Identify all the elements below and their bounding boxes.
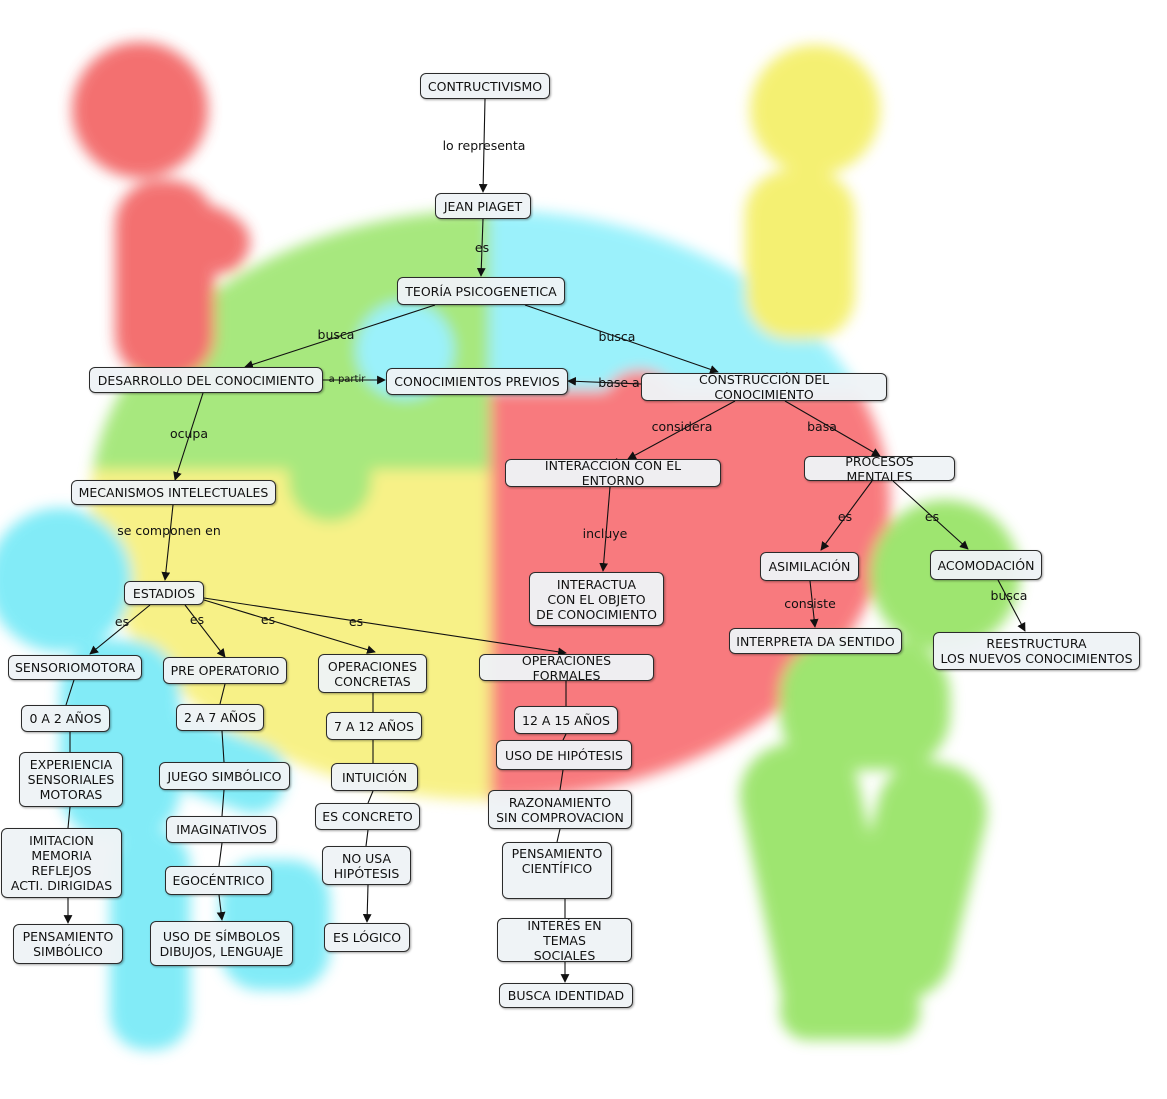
- link-line: [221, 789, 225, 817]
- link-line: [365, 829, 369, 847]
- node-sensoriomotora[interactable]: SENSORIOMOTORA: [8, 655, 142, 680]
- link-label-ocupa: ocupa: [169, 426, 209, 441]
- link-line: [173, 392, 204, 481]
- link-label-es: es: [114, 614, 130, 629]
- link-line: [784, 400, 881, 457]
- node-procesos-mentales[interactable]: PROCESOS MENTALES: [804, 454, 955, 484]
- node-egocentrico[interactable]: EGOCÉNTRICO: [165, 866, 272, 895]
- node-experiencia-sensoriales[interactable]: EXPERIENCIA SENSORIALES MOTORAS: [19, 752, 123, 807]
- link-label-busca: busca: [598, 329, 636, 344]
- node-conocimientos-previos[interactable]: CONOCIMIENTOS PREVIOS: [386, 368, 568, 395]
- link-label-se-componen-en: se componen en: [117, 523, 221, 538]
- link-line: [216, 894, 226, 921]
- node-pensamiento-cientifico[interactable]: PENSAMIENTO CIENTÍFICO: [502, 842, 612, 899]
- link-line: [203, 597, 567, 657]
- node-interpreta-da-sentido[interactable]: INTERPRETA DA SENTIDO: [729, 628, 902, 654]
- node-busca-identidad[interactable]: BUSCA IDENTIDAD: [499, 983, 633, 1008]
- link-line: [67, 806, 71, 829]
- node-intuicion[interactable]: INTUICIÓN: [331, 763, 418, 791]
- link-line: [219, 683, 226, 705]
- link-line: [221, 730, 225, 763]
- link-line: [65, 679, 75, 706]
- link-line: [524, 304, 719, 374]
- node-operaciones-concretas[interactable]: OPERACIONES CONCRETAS: [318, 654, 427, 693]
- node-mecanismos-intelectuales[interactable]: MECANISMOS INTELECTUALES: [71, 480, 276, 505]
- link-label-es: es: [348, 614, 364, 629]
- node-jean-piaget[interactable]: JEAN PIAGET: [435, 193, 531, 219]
- link-label-base-a: base a: [598, 375, 640, 390]
- node-es-logico[interactable]: ES LÓGICO: [324, 923, 410, 952]
- node-reestructura[interactable]: REESTRUCTURA LOS NUEVOS CONOCIMIENTOS: [933, 632, 1140, 670]
- link-line: [203, 599, 376, 654]
- link-line: [184, 604, 226, 658]
- node-operaciones-formales[interactable]: OPERACIONES FORMALES: [479, 653, 654, 683]
- link-line: [997, 579, 1026, 632]
- node-interactua-con-el-objeto[interactable]: INTERACTUA CON EL OBJETO DE CONOCIMIENTO: [529, 572, 664, 626]
- link-label-considera: considera: [651, 419, 713, 434]
- node-uso-de-hipotesis[interactable]: USO DE HIPÓTESIS: [496, 740, 632, 770]
- link-line: [599, 486, 611, 572]
- node-contructivismo[interactable]: CONTRUCTIVISMO: [420, 73, 550, 99]
- node-es-concreto[interactable]: ES CONCRETO: [315, 803, 420, 830]
- node-juego-simbolico[interactable]: JUEGO SIMBÓLICO: [159, 762, 290, 790]
- node-no-usa-hipotesis[interactable]: NO USA HIPÓTESIS: [322, 846, 411, 885]
- link-line: [161, 504, 174, 581]
- node-imaginativos[interactable]: IMAGINATIVOS: [166, 816, 277, 843]
- link-line: [244, 304, 436, 369]
- node-formales-edad[interactable]: 12 A 15 AÑOS: [514, 706, 618, 734]
- node-preoperatorio-edad[interactable]: 2 A 7 AÑOS: [176, 704, 264, 731]
- link-label-incluye: incluye: [582, 526, 628, 541]
- link-line: [367, 790, 374, 804]
- link-line: [218, 842, 223, 867]
- node-desarrollo-del-conocimiento[interactable]: DESARROLLO DEL CONOCIMIENTO: [89, 367, 323, 393]
- link-line: [567, 376, 642, 386]
- node-interes-en-temas-sociales[interactable]: INTERÉS EN TEMAS SOCIALES: [497, 918, 632, 963]
- node-asimilacion[interactable]: ASIMILACIÓN: [760, 552, 859, 581]
- link-line: [559, 769, 564, 791]
- link-line: [362, 884, 372, 923]
- link-line: [892, 480, 969, 550]
- link-line: [627, 400, 736, 460]
- node-interaccion-con-el-entorno[interactable]: INTERACCIÓN CON EL ENTORNO: [505, 458, 721, 488]
- link-line: [820, 480, 873, 551]
- node-acomodacion[interactable]: ACOMODACIÓN: [930, 550, 1042, 580]
- node-razonamiento[interactable]: RAZONAMIENTO SIN COMPROVACION: [488, 790, 632, 829]
- node-uso-de-simbolos[interactable]: USO DE SÍMBOLOS DIBUJOS, LENGUAJE: [150, 921, 293, 966]
- link-label-busca: busca: [317, 327, 355, 342]
- link-label-lo-representa: lo representa: [442, 138, 526, 153]
- link-label-es: es: [924, 509, 940, 524]
- link-label-es: es: [189, 612, 205, 627]
- link-line: [476, 218, 486, 277]
- node-teoria-psicogenetica[interactable]: TEORÍA PSICOGENETICA: [397, 277, 565, 305]
- link-line: [89, 604, 151, 655]
- node-estadios[interactable]: ESTADIOS: [124, 581, 204, 605]
- link-label-es: es: [260, 612, 276, 627]
- link-line: [562, 733, 567, 741]
- link-label-es: es: [837, 509, 853, 524]
- link-label-basa: basa: [807, 419, 837, 434]
- node-construccion-del-conocimiento[interactable]: CONSTRUCCIÓN DEL CONOCIMIENTO: [641, 372, 887, 402]
- node-pensamiento-simbolico[interactable]: PENSAMIENTO SIMBÓLICO: [13, 924, 123, 964]
- link-label-busca: busca: [990, 588, 1028, 603]
- link-label-es: es: [474, 240, 490, 255]
- node-imitacion-memoria[interactable]: IMITACION MEMORIA REFLEJOS ACTI. DIRIGID…: [1, 828, 122, 898]
- node-sensoriomotora-edad[interactable]: 0 A 2 AÑOS: [21, 705, 110, 732]
- link-label-a-partir: a partir: [328, 374, 366, 385]
- node-pre-operatorio[interactable]: PRE OPERATORIO: [163, 657, 287, 684]
- link-line: [478, 98, 488, 193]
- link-label-consiste: consiste: [784, 596, 836, 611]
- link-line: [556, 828, 561, 843]
- link-line: [809, 580, 819, 628]
- node-concretas-edad[interactable]: 7 A 12 AÑOS: [326, 712, 422, 740]
